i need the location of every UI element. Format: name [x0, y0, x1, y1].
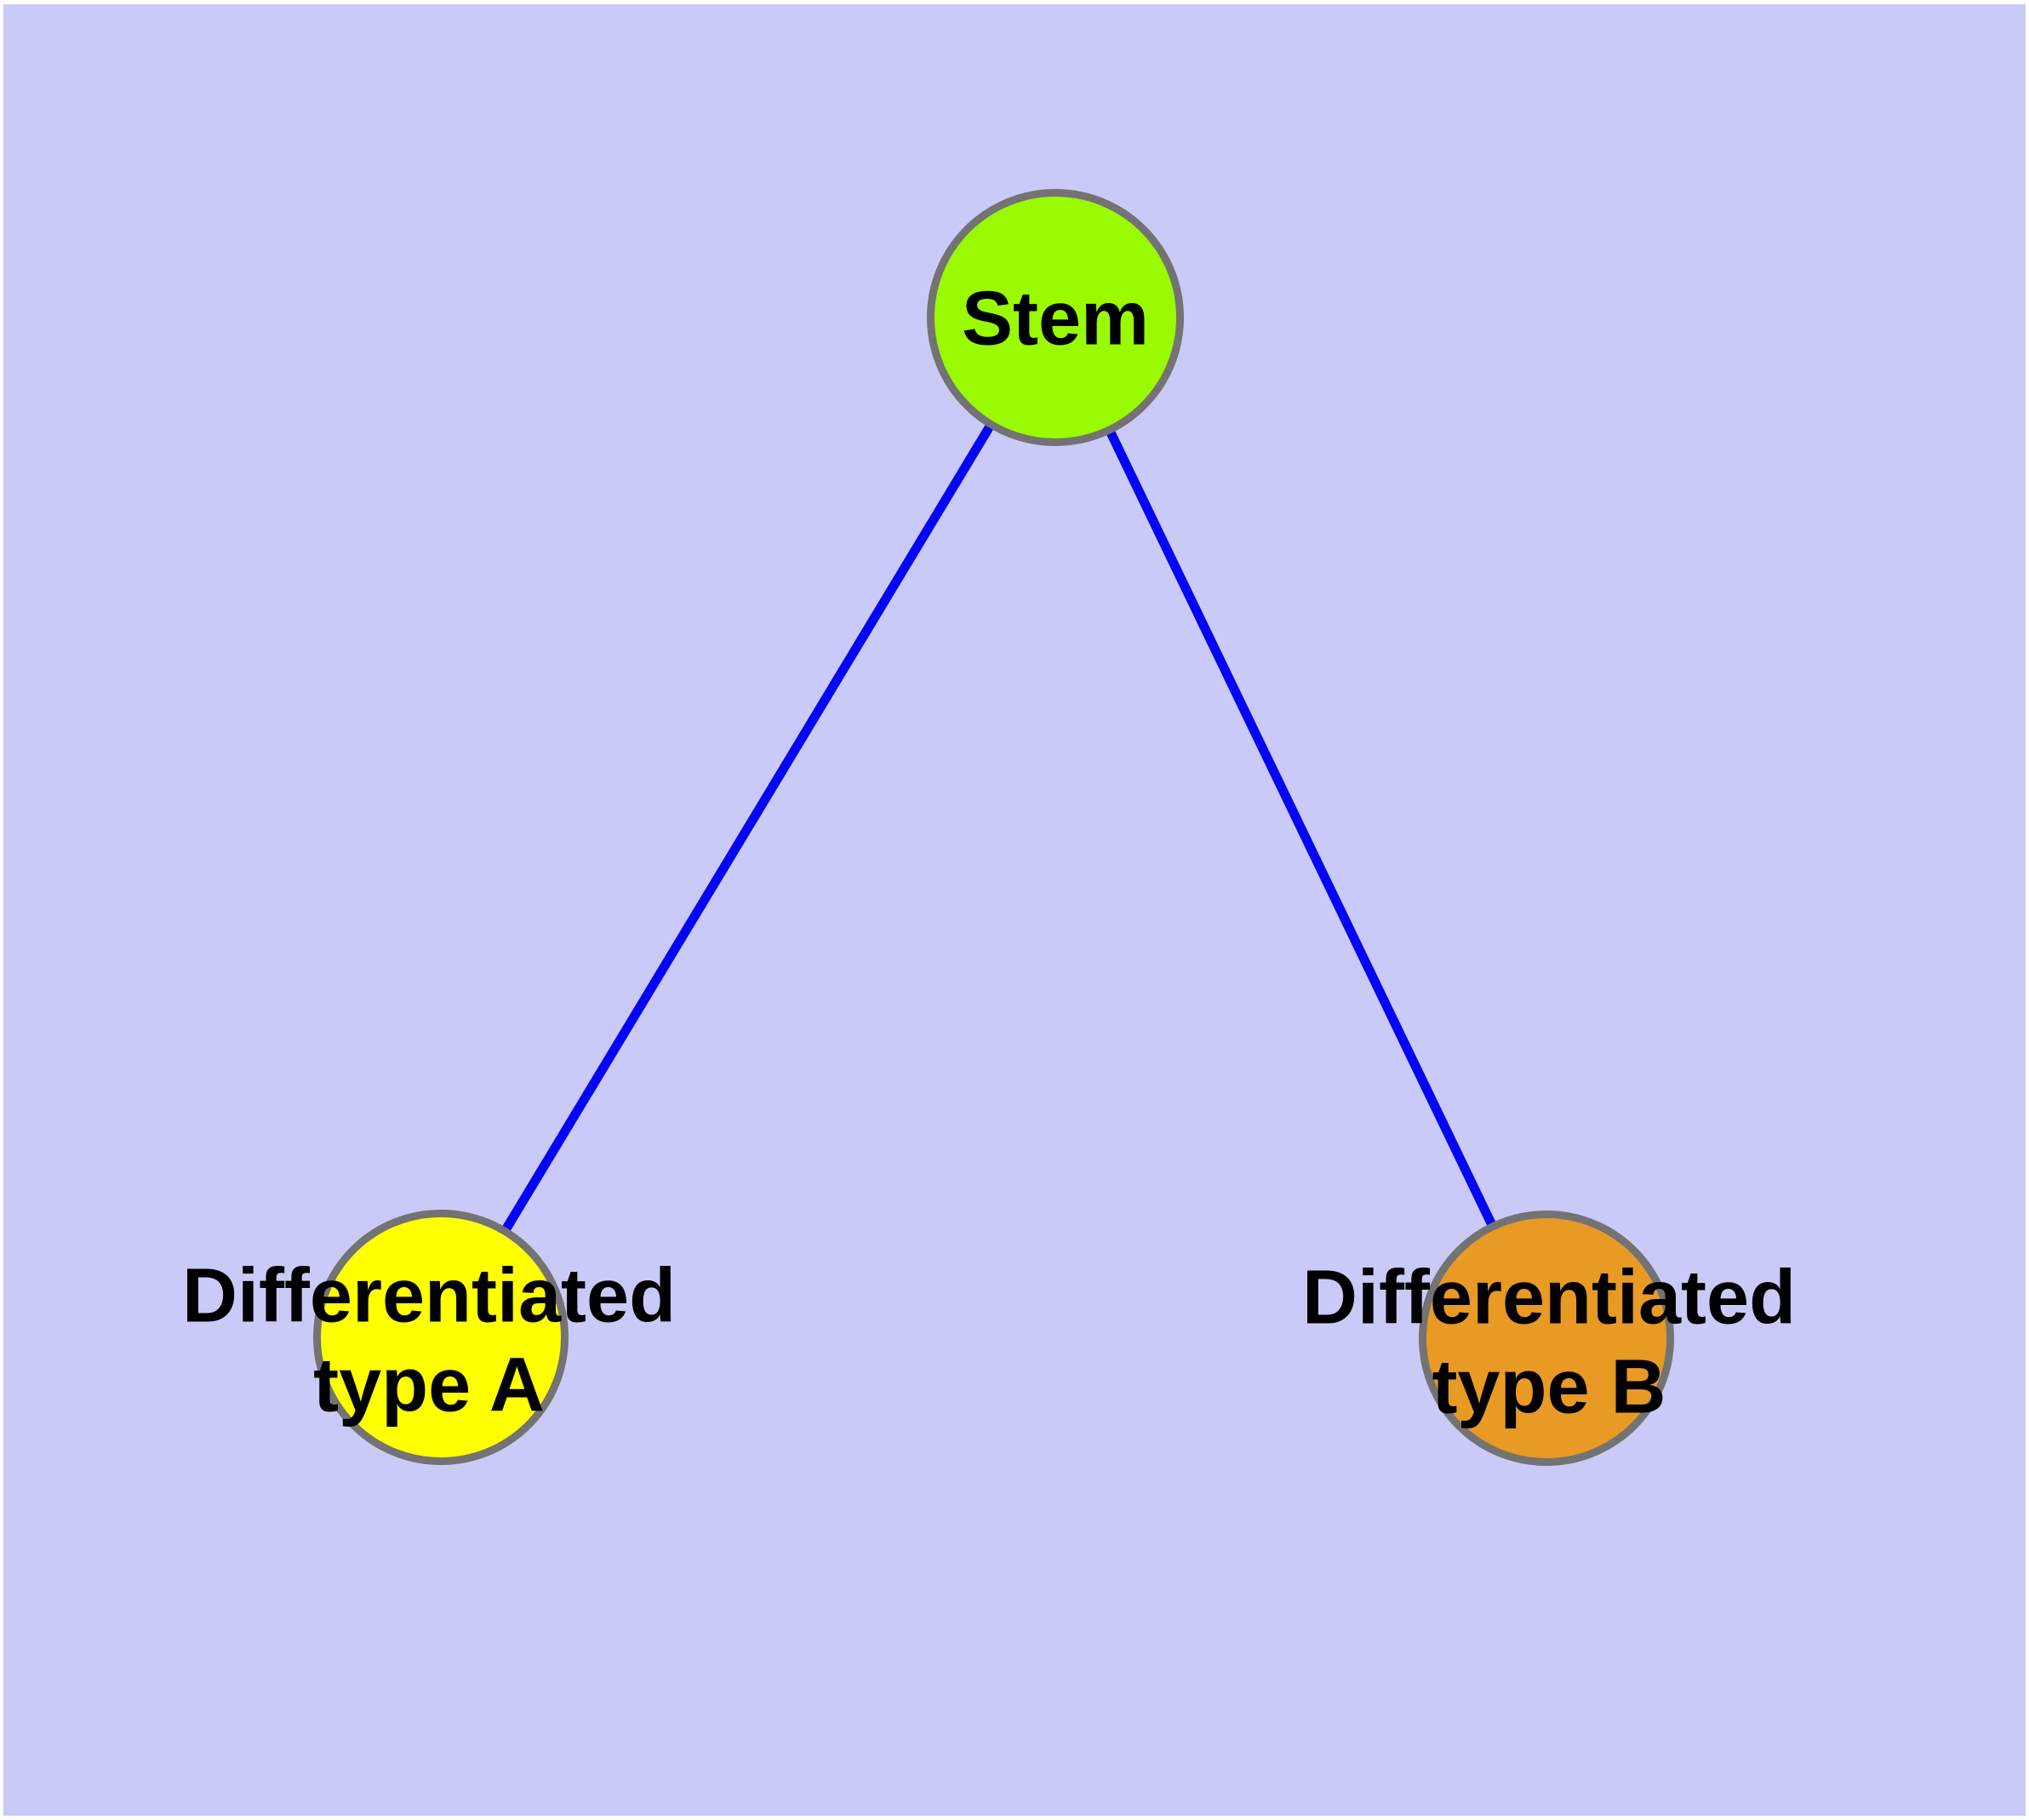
node-label-differentiated-type-a: Differentiated type A: [182, 1252, 676, 1432]
label-line: Differentiated: [1301, 1255, 1797, 1341]
node-label-stem: Stem: [962, 274, 1149, 363]
node-label-differentiated-type-b: Differentiated type B: [1302, 1254, 1796, 1434]
label-line: Differentiated: [181, 1253, 677, 1339]
edge-stem-to-type-b: [1051, 315, 1551, 1341]
edge-stem-to-type-a: [437, 315, 1060, 1340]
node-differentiated-type-a: [313, 1210, 569, 1465]
label-line: Stem: [961, 276, 1150, 362]
node-stem: [927, 189, 1184, 446]
node-differentiated-type-b: [1419, 1210, 1674, 1466]
label-line: type A: [313, 1343, 545, 1428]
label-line: type B: [1432, 1345, 1666, 1430]
